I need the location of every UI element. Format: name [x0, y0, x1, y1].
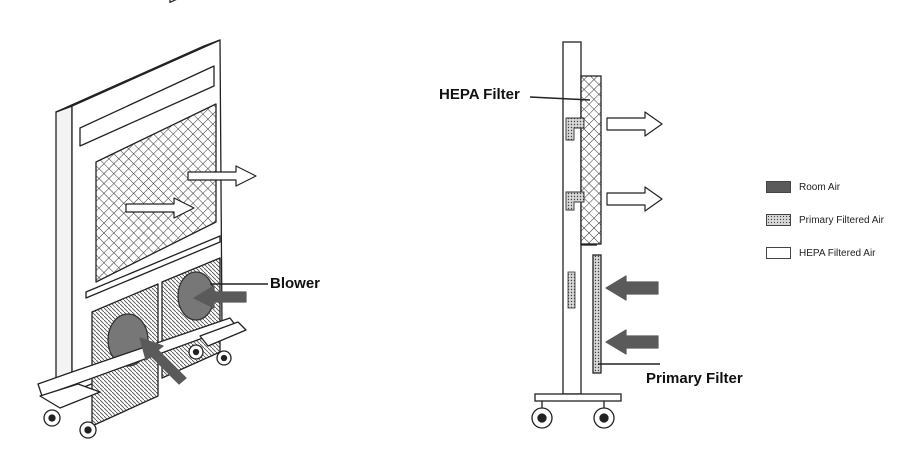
- hepa-filtered-air-arrow: [606, 186, 663, 212]
- primary-filtered-air-elbow: [565, 117, 585, 141]
- display-screen: [169, 0, 199, 4]
- primary-filtered-air-elbow: [565, 191, 585, 211]
- legend-item-primary-filtered-air: Primary Filtered Air: [766, 209, 906, 231]
- hepa-filtered-air-swatch: [766, 247, 791, 259]
- purifier-side-view: [531, 41, 622, 429]
- primary-filter-label: Primary Filter: [646, 370, 743, 387]
- room-air-swatch: [766, 181, 791, 193]
- left-airflow-arrows: [125, 165, 257, 385]
- hepa-filtered-air-arrow: [187, 165, 257, 187]
- primary-filtered-air-channel: [567, 271, 576, 309]
- room-air-arrow: [193, 285, 247, 309]
- room-air-arrow: [605, 275, 659, 301]
- legend-item-hepa-filtered-air: HEPA Filtered Air: [766, 242, 906, 264]
- hepa-filter-block: [580, 75, 602, 245]
- legend-label: Room Air: [799, 181, 841, 193]
- hepa-filtered-air-arrow: [125, 197, 195, 219]
- hepa-filter-label: HEPA Filter: [439, 86, 520, 103]
- right-airflow-arrows: [605, 111, 663, 355]
- legend-label: Primary Filtered Air: [799, 214, 885, 226]
- hepa-mesh-panel: [95, 103, 217, 283]
- primary-filter-block: [592, 254, 602, 374]
- legend-label: HEPA Filtered Air: [799, 247, 876, 259]
- hepa-filter-leader-line: [529, 96, 591, 101]
- control-panel: [79, 65, 215, 147]
- legend-item-room-air: Room Air: [766, 176, 906, 198]
- hepa-filtered-air-arrow: [606, 111, 663, 137]
- legend: Room Air Primary Filtered Air HEPA Filte…: [766, 176, 906, 275]
- blower-label: Blower: [270, 275, 321, 292]
- purifier-3d-view: [37, 0, 247, 439]
- room-air-arrow: [605, 329, 659, 355]
- side-body: [562, 41, 582, 395]
- primary-filtered-air-swatch: [766, 214, 791, 226]
- room-air-arrow: [139, 337, 187, 385]
